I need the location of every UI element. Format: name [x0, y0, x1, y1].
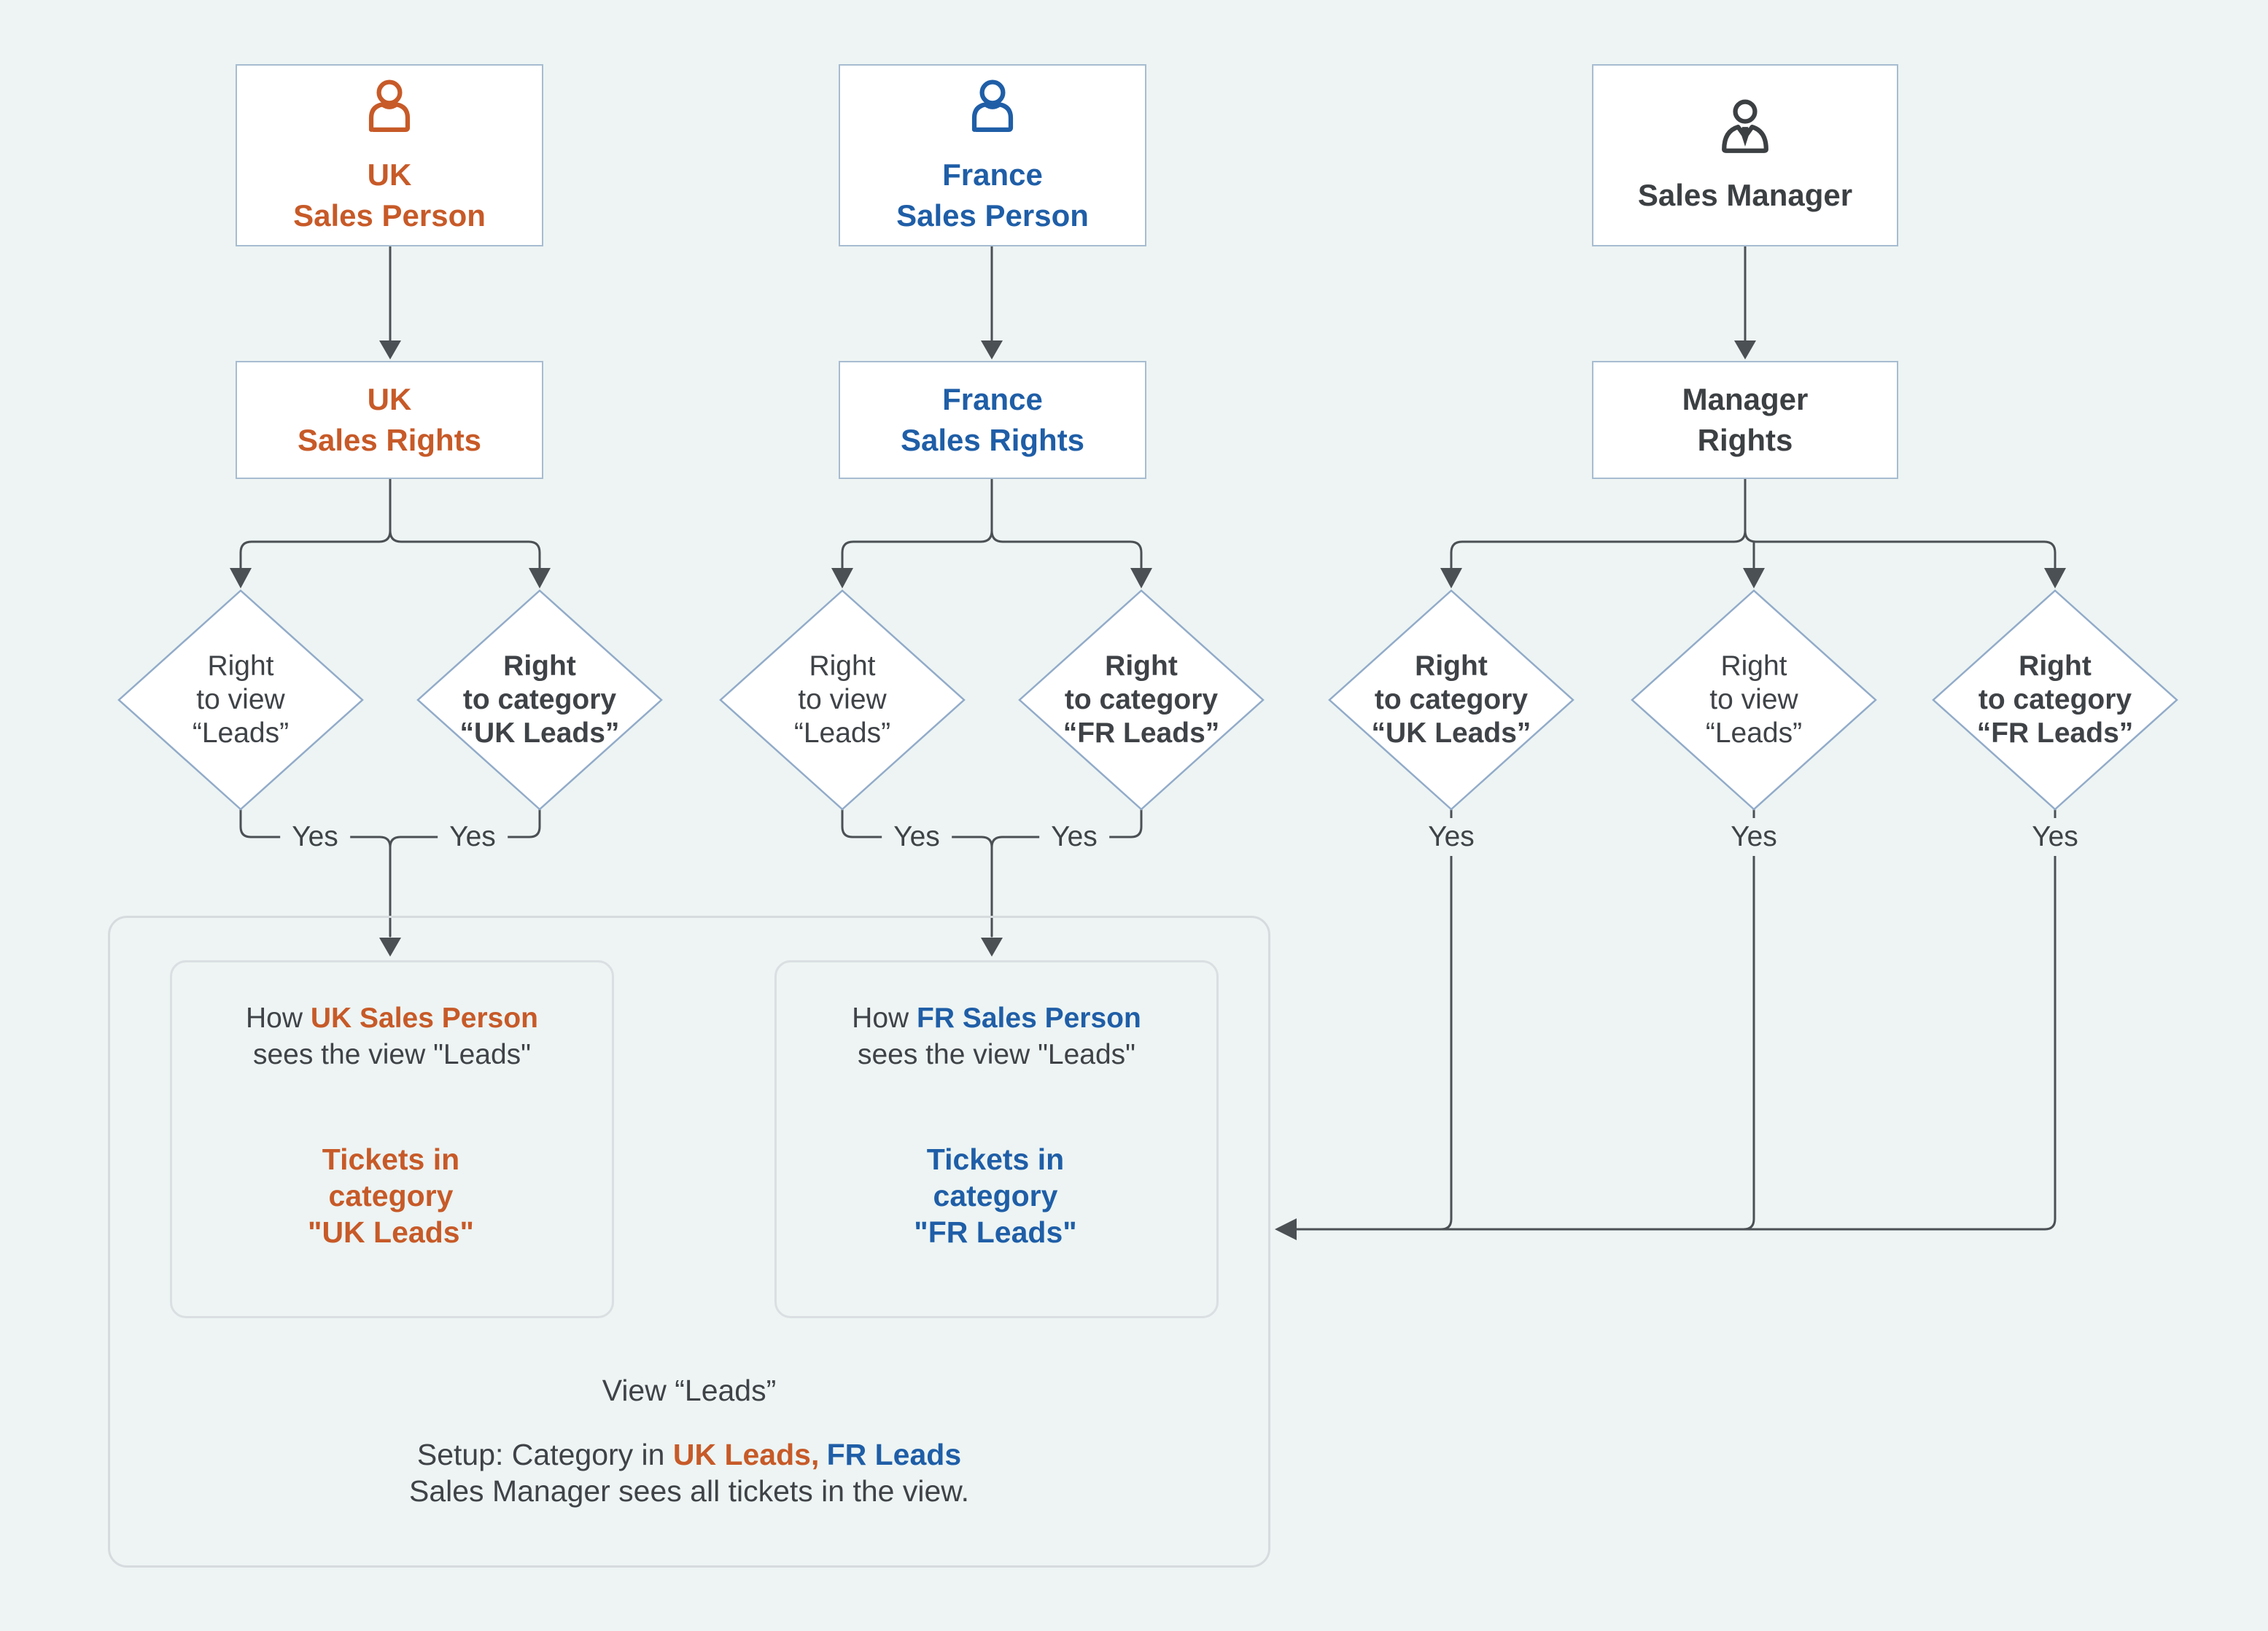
diamond-sm-category-fr: [1932, 589, 2178, 811]
arrowhead-down: [1734, 340, 1756, 359]
connector-uk-branch-left: [239, 478, 392, 569]
diamond-sm-category-uk: [1328, 589, 1574, 811]
rights-label-line2: Rights: [1697, 423, 1793, 457]
person-label-line1: France: [942, 157, 1043, 192]
decision-diamonds: [117, 589, 2178, 811]
arrowhead-down: [981, 340, 1003, 359]
view-leads-container: [108, 916, 1270, 1568]
setup-line: Setup: Category in UK Leads,FR Leads: [108, 1438, 1270, 1472]
diamond-fr-category: [1018, 589, 1265, 811]
heading-prefix: How: [246, 1003, 311, 1034]
diamond-text-uk-category: Right to category “UK Leads”: [459, 650, 620, 749]
connector-sm-yes-2: [1742, 808, 1755, 1231]
setup-uk-leads: UK Leads,: [672, 1438, 820, 1471]
fr-ticket-text: Tickets in category "FR Leads": [914, 1143, 1077, 1249]
node-uk-sales-person: UK Sales Person: [236, 64, 543, 246]
rights-label-line2: Sales Rights: [900, 423, 1085, 457]
person-icon: [958, 74, 1028, 144]
yes-label: Yes: [438, 818, 508, 856]
diamond-text-sm-view: Right to view “Leads”: [1705, 650, 1803, 749]
yes-label: Yes: [280, 818, 350, 856]
diamond-text-fr-view: Right to view “Leads”: [793, 650, 891, 749]
connector-fr-yes-right: [990, 808, 1143, 849]
person-label-line1: UK: [367, 157, 412, 192]
heading-person-name: FR Sales Person: [917, 1003, 1141, 1034]
uk-ticket-text: Tickets in category "UK Leads": [308, 1143, 474, 1249]
arrowhead-down: [981, 938, 1003, 957]
diamond-text-uk-view: Right to view “Leads”: [192, 650, 290, 749]
diamond-text-sm-category-uk: Right to category “UK Leads”: [1371, 650, 1531, 749]
connector-uk-yes-right: [389, 808, 541, 849]
node-uk-sales-rights: UK Sales Rights: [236, 361, 543, 479]
rights-label-line1: UK: [367, 382, 412, 416]
rights-label-line1: France: [942, 382, 1043, 416]
node-sales-manager: Sales Manager: [1592, 64, 1898, 246]
connector-sm-yes-3: [2043, 808, 2057, 1231]
person-label-line1: Sales Manager: [1637, 178, 1853, 212]
yes-label: Yes: [1719, 818, 1789, 856]
person-label-line2: Sales Person: [293, 198, 486, 233]
yes-label: Yes: [1039, 818, 1109, 856]
arrowheads: [230, 340, 2066, 1240]
arrowhead-down: [379, 938, 401, 957]
person-label-line2: Sales Person: [896, 198, 1089, 233]
connector-uk-branch-right: [389, 478, 541, 569]
manager-icon: [1710, 95, 1780, 165]
yes-label: Yes: [882, 818, 952, 856]
heading-prefix: How: [852, 1003, 917, 1034]
diamond-fr-view-leads: [719, 589, 966, 811]
heading-line2: sees the view "Leads": [252, 1039, 532, 1070]
arrowhead-down: [1440, 568, 1462, 588]
connectors: [239, 245, 2057, 1231]
yes-label: Yes: [2020, 818, 2090, 856]
uk-view-heading: How UK Sales Person sees the view "Leads…: [170, 1000, 614, 1073]
person-icon: [354, 74, 424, 144]
node-france-sales-rights: France Sales Rights: [839, 361, 1146, 479]
rights-label-line1: Manager: [1682, 382, 1809, 416]
diamond-text-sm-category-fr: Right to category “FR Leads”: [1976, 650, 2134, 749]
connector-sm-branch-right: [1744, 478, 2057, 569]
connector-sm-yes-1: [1440, 808, 1453, 1231]
diamond-sm-view-leads: [1631, 589, 1877, 811]
diamond-uk-category: [416, 589, 663, 811]
setup-prefix: Setup: Category in: [416, 1438, 673, 1471]
diamond-uk-view-leads: [117, 589, 364, 811]
arrowhead-down: [1743, 568, 1765, 588]
yes-label: Yes: [1416, 818, 1486, 856]
arrowhead-down: [529, 568, 551, 588]
setup-fr-leads: FR Leads: [826, 1438, 962, 1471]
arrowhead-down: [2044, 568, 2066, 588]
fr-view-heading: How FR Sales Person sees the view "Leads…: [774, 1000, 1219, 1073]
uk-view-box: [170, 960, 614, 1318]
diamond-text-fr-category: Right to category “FR Leads”: [1063, 650, 1220, 749]
rights-label-line2: Sales Rights: [297, 423, 482, 457]
view-title: View “Leads”: [602, 1374, 777, 1407]
heading-person-name: UK Sales Person: [310, 1003, 538, 1034]
arrowhead-left: [1275, 1218, 1297, 1240]
arrowhead-down: [1130, 568, 1152, 588]
connector-sm-branch-left: [1450, 478, 1747, 569]
fr-view-box: [774, 960, 1219, 1318]
arrowhead-down: [379, 340, 401, 359]
heading-line2: sees the view "Leads": [857, 1039, 1136, 1070]
node-manager-rights: Manager Rights: [1592, 361, 1898, 479]
arrowhead-down: [230, 568, 252, 588]
node-france-sales-person: France Sales Person: [839, 64, 1146, 246]
connector-fr-branch-left: [841, 478, 993, 569]
arrowhead-down: [831, 568, 853, 588]
note-line: Sales Manager sees all tickets in the vi…: [409, 1474, 969, 1508]
connector-fr-branch-right: [990, 478, 1143, 569]
